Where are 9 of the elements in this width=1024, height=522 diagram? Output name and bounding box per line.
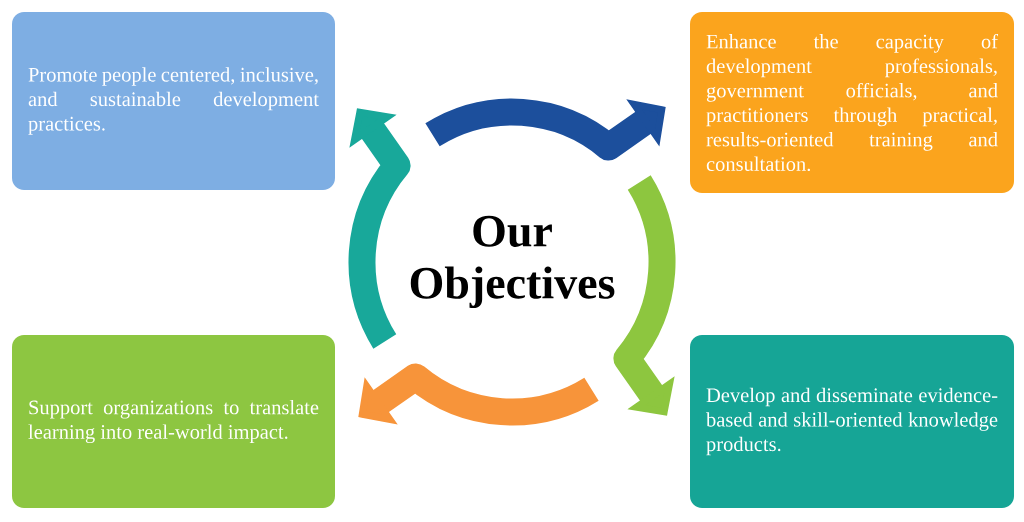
objective-box: Develop and disseminate evidence-based and skill-oriented knowledge products.: [690, 335, 1014, 508]
curved-arrow: [426, 98, 666, 161]
objective-box: Support organizations to translate learning into real-world impact.: [12, 335, 335, 508]
objective-box: Enhance the capacity of development professionals, government officials, and practitioners through practical, results-oriented training and consultation.: [690, 12, 1014, 193]
curved-arrow: [613, 175, 676, 416]
curved-arrow: [358, 363, 599, 426]
curved-arrow: [348, 108, 411, 348]
center-title: Our Objectives: [410, 215, 615, 309]
objective-box: Promote people centered, inclusive, and sustainable development practices.: [12, 12, 335, 190]
